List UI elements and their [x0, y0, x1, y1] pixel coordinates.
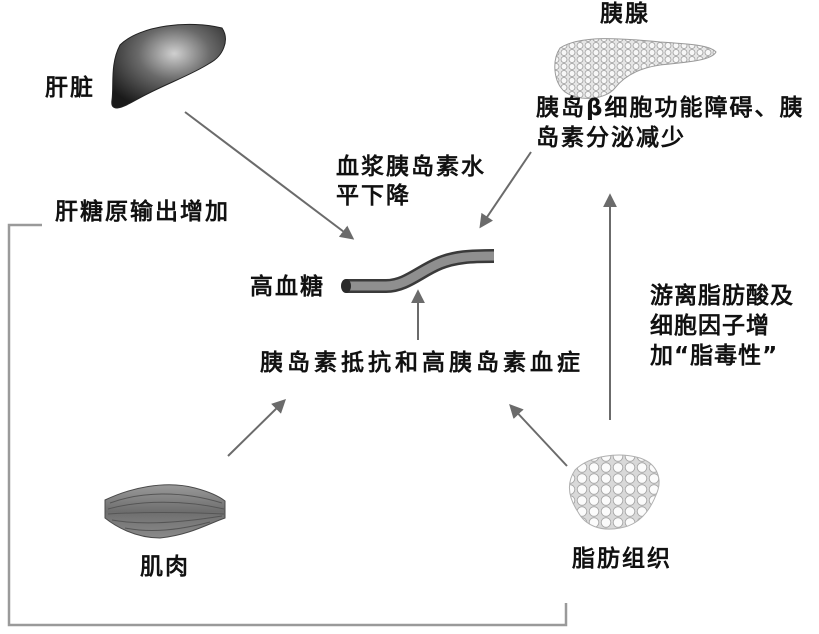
arrow-liver-to-hyperglycemia: [184, 111, 355, 240]
adipose-label: 脂肪组织: [572, 546, 672, 572]
feedback-bracket-line: [7, 223, 568, 627]
hyperglycemia-label: 高血糖: [250, 274, 325, 300]
plasma-insulin-label-line1: 血浆胰岛素水: [336, 154, 486, 180]
lipotoxicity-label-line3: 加“脂毒性”: [650, 343, 779, 369]
pancreas-label: 胰腺: [600, 1, 650, 27]
beta-cell-dysfunction-label-line2: 岛素分泌减少: [536, 125, 686, 151]
pancreas-icon: [554, 38, 717, 99]
muscle-label: 肌肉: [140, 554, 190, 580]
lipotoxicity-label-line2: 细胞因子增: [650, 313, 770, 339]
arrow-muscle-to-resistance: [227, 399, 286, 457]
insulin-resistance-label: 胰岛素抵抗和高胰岛素血症: [260, 350, 584, 376]
liver-label: 肝脏: [45, 75, 95, 101]
blood-vessel-icon: [341, 249, 495, 293]
plasma-insulin-label-line2: 平下降: [336, 183, 411, 209]
hepatic-glycogen-label: 肝糖原输出增加: [55, 199, 230, 225]
arrow-pancreas-to-hyperglycemia: [479, 151, 532, 229]
lipotoxicity-label-line1: 游离脂肪酸及: [650, 283, 794, 309]
arrow-adipose-to-resistance: [509, 403, 568, 467]
liver-icon: [111, 23, 226, 109]
adipose-tissue-icon: [568, 454, 660, 530]
beta-cell-dysfunction-label-line1: 胰岛β细胞功能障碍、胰: [536, 95, 805, 121]
muscle-icon: [104, 484, 226, 539]
